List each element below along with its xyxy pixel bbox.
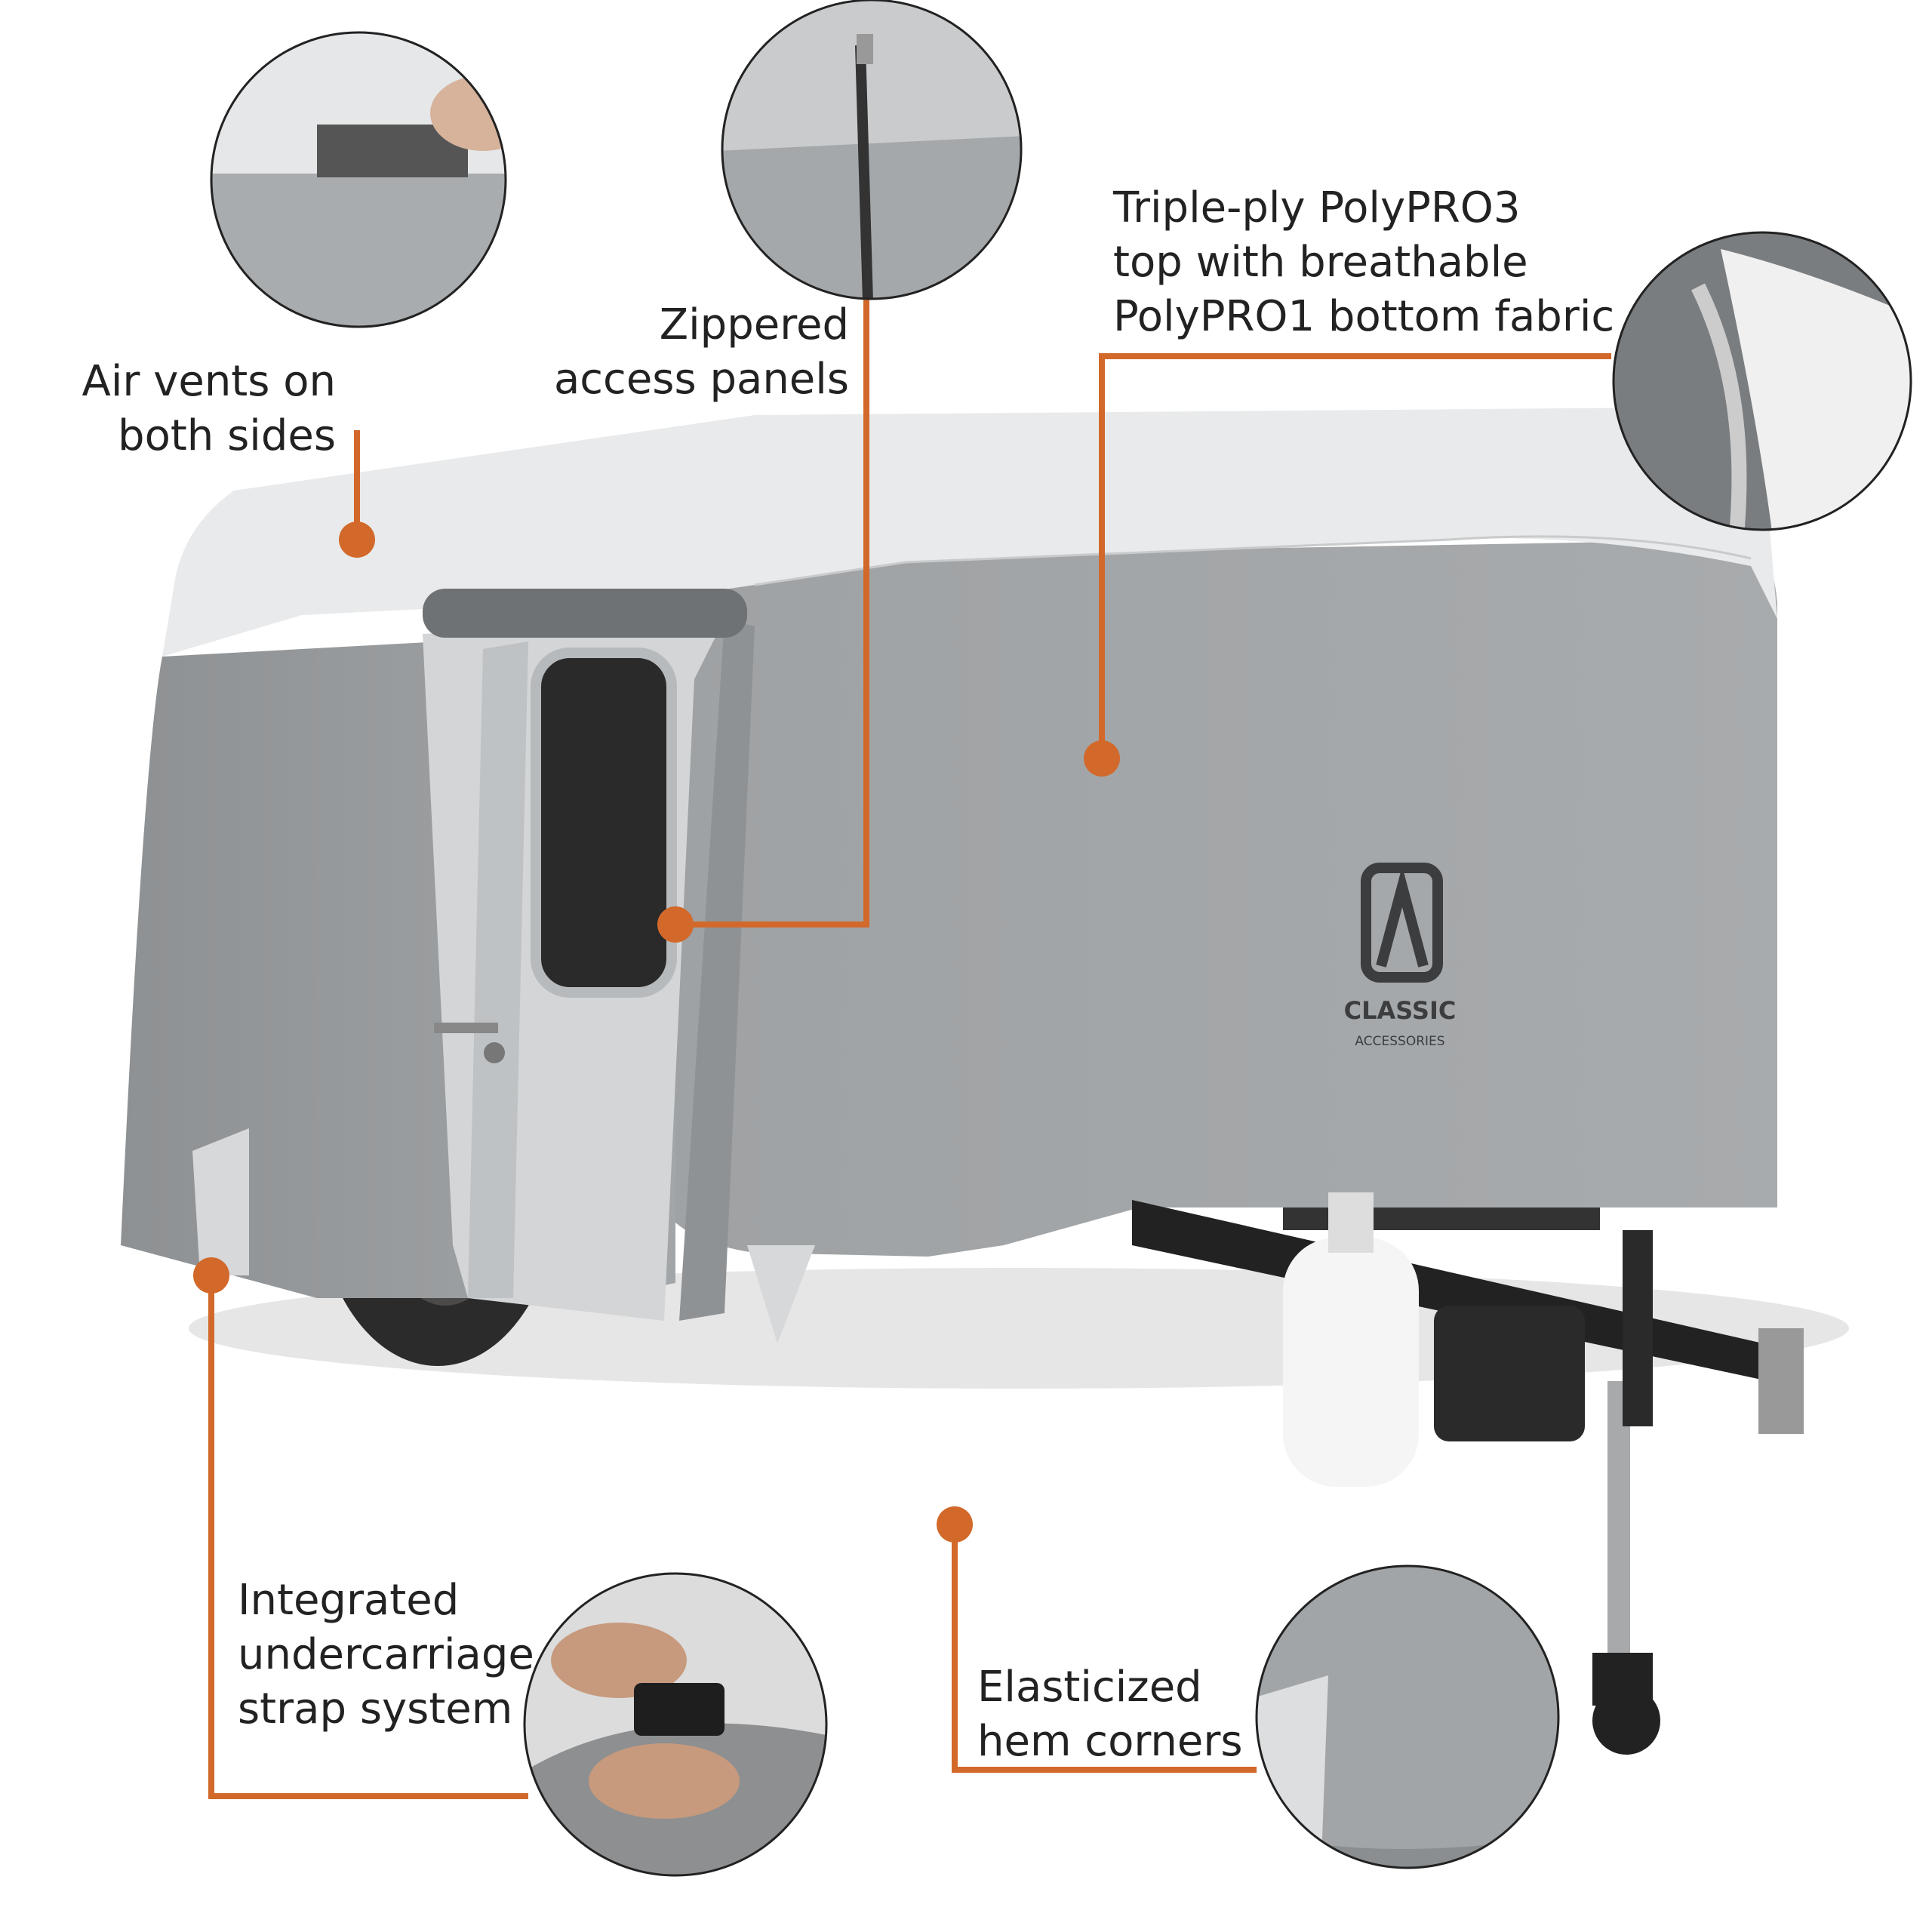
- detail-hem-corner: [1255, 1564, 1560, 1869]
- detail-fabric: [1612, 231, 1912, 531]
- cover-front-panel: [675, 540, 1777, 1257]
- callout-dots: [193, 521, 1120, 1543]
- callout-line: top with breathable: [1113, 238, 1528, 287]
- rolled-panel: [423, 589, 747, 638]
- callout-fabric: Triple-ply PolyPRO3 top with breathable …: [1113, 181, 1626, 344]
- callout-zippered-panels: Zippered access panels: [543, 298, 849, 407]
- callout-strap-system: Integrated undercarriage strap system: [238, 1574, 555, 1737]
- callout-line: Triple-ply PolyPRO3: [1113, 183, 1521, 232]
- callout-line: strap system: [238, 1684, 513, 1734]
- callout-line: PolyPRO1 bottom fabric: [1113, 292, 1615, 341]
- brand-subtitle: ACCESSORIES: [1355, 1034, 1444, 1049]
- battery-box: [1434, 1306, 1585, 1441]
- callout-hem-corners: Elasticized hem corners: [977, 1660, 1264, 1769]
- callout-air-vents: Air vents on both sides: [72, 355, 336, 463]
- callout-line: hem corners: [977, 1717, 1243, 1766]
- callout-line: Integrated: [238, 1576, 460, 1625]
- callout-line: Elasticized: [977, 1663, 1202, 1712]
- detail-air-vent: [210, 31, 507, 328]
- callout-line: Zippered: [659, 300, 849, 349]
- callout-line: access panels: [553, 355, 849, 404]
- brand-name: CLASSIC: [1344, 996, 1457, 1025]
- classic-accessories-logo: CLASSIC ACCESSORIES: [1344, 863, 1457, 1049]
- callout-line: Air vents on: [82, 357, 336, 406]
- detail-zipper: [721, 0, 1023, 300]
- callout-lines: [208, 298, 1611, 1799]
- callout-line: both sides: [118, 411, 336, 460]
- detail-strap: [523, 1572, 828, 1877]
- callout-line: undercarriage: [238, 1630, 534, 1679]
- trailer-window: [531, 648, 677, 998]
- propane-tank: [1283, 1192, 1419, 1487]
